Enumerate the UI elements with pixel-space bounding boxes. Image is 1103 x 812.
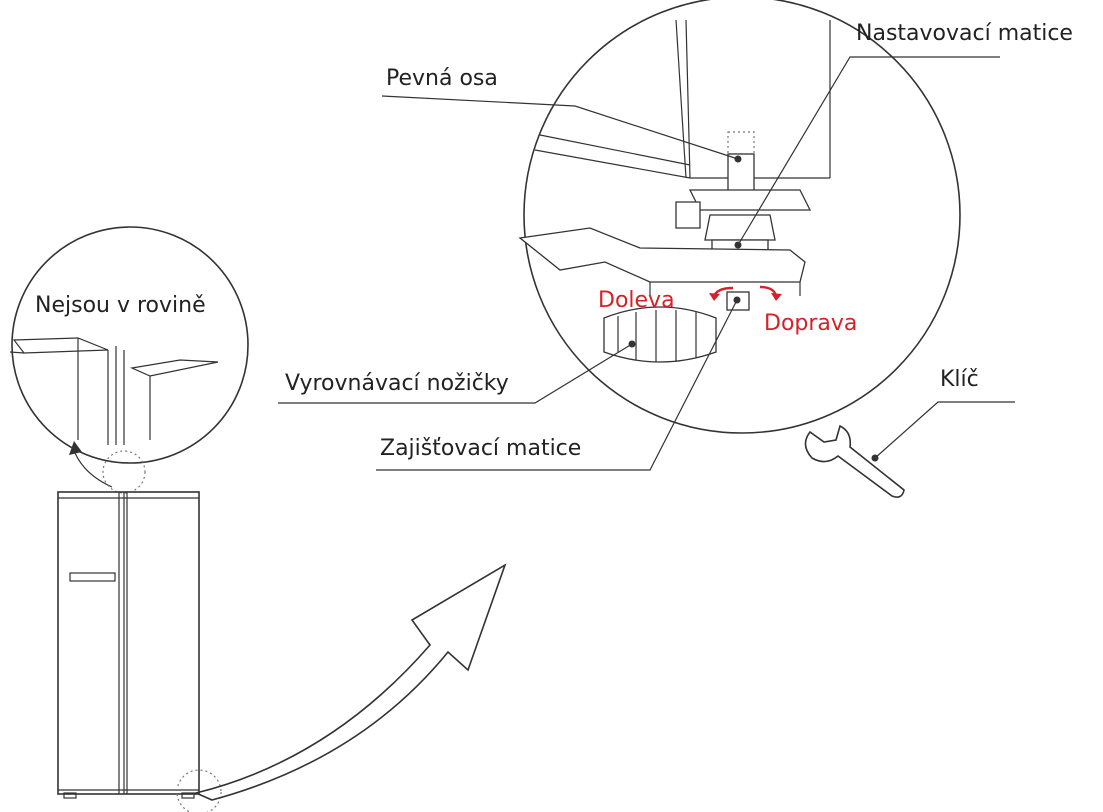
- adjusting-nut-label: Nastavovací matice: [856, 21, 1073, 46]
- wrench-icon: [804, 424, 905, 498]
- leveling-feet-callout: Vyrovnávací nožičky: [278, 340, 636, 404]
- not-level-label: Nejsou v rovině: [35, 293, 206, 318]
- curved-arrow-icon: [193, 563, 507, 801]
- locking-nut-callout: Zajišťovací matice: [376, 296, 741, 471]
- not-level-detail: Nejsou v rovině: [9, 226, 249, 464]
- refrigerator-icon: [57, 491, 222, 812]
- top-connector-arrow: [69, 441, 146, 494]
- wrench-callout: Klíč: [871, 367, 1015, 462]
- locking-nut-label: Zajišťovací matice: [380, 436, 581, 461]
- rotation-arrow-icon: [709, 285, 782, 301]
- foot-detail: Doleva Doprava: [518, 0, 961, 434]
- left-direction-label: Doleva: [598, 288, 675, 313]
- fixed-axis-callout: Pevná osa: [381, 66, 742, 163]
- leveling-feet-label: Vyrovnávací nožičky: [285, 371, 509, 396]
- wrench-label: Klíč: [940, 367, 979, 392]
- adjusting-nut-callout: Nastavovací matice: [734, 21, 1073, 249]
- fixed-axis-label: Pevná osa: [386, 66, 498, 91]
- right-direction-label: Doprava: [764, 311, 857, 336]
